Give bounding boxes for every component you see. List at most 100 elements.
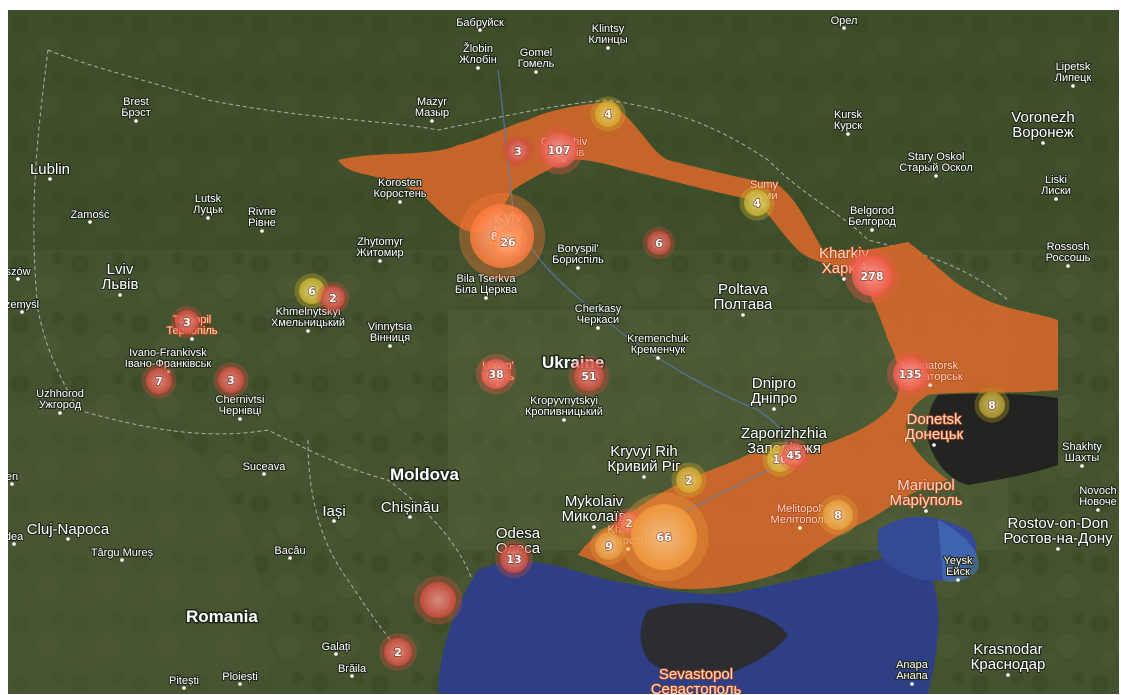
city-label-babruysk[interactable]: Бабруйск <box>455 16 505 32</box>
city-label-boryspil[interactable]: Boryspil'Бориспіль <box>551 242 605 270</box>
city-label-suceava[interactable]: Suceava <box>241 460 287 476</box>
city-label-zamosc[interactable]: Zamość <box>69 208 111 224</box>
city-label-lublin[interactable]: Lublin <box>29 160 71 181</box>
city-name: Suceava <box>243 461 287 473</box>
cluster-marker[interactable]: 6 <box>642 226 676 260</box>
city-label-szow[interactable]: szów <box>8 265 32 281</box>
city-label-zemysl[interactable]: zemyśl <box>8 298 40 314</box>
city-name: dea <box>8 531 24 543</box>
city-label-melitopol[interactable]: Melitopol'Мелітополь <box>770 502 831 530</box>
city-label-en[interactable]: en <box>8 470 19 486</box>
incident-clusters[interactable]: 8452610734644278623385113573810452826691… <box>141 96 1010 671</box>
city-label-orel[interactable]: Орел <box>829 14 859 30</box>
city-name-cyrillic: Воронеж <box>1012 124 1074 141</box>
cluster-marker[interactable]: 6 <box>294 273 330 309</box>
city-dot <box>206 216 210 220</box>
cluster-marker[interactable]: 13 <box>495 540 533 578</box>
cluster-marker[interactable]: 51 <box>568 355 610 397</box>
cluster-marker[interactable]: 45 <box>777 438 811 472</box>
city-label-galati[interactable]: Galați <box>321 640 351 656</box>
city-name-cyrillic: Кропивницький <box>525 406 603 418</box>
cluster-marker[interactable]: 2 <box>379 633 417 671</box>
cluster-marker[interactable]: 4 <box>739 185 775 221</box>
cluster-count: 26 <box>500 236 516 249</box>
cluster-marker[interactable]: 3 <box>213 362 249 398</box>
cluster-marker[interactable]: 66 <box>619 492 709 582</box>
cluster-marker[interactable]: 8 <box>817 494 859 536</box>
cluster-marker[interactable]: 8 <box>974 387 1010 423</box>
cluster-marker[interactable]: 107 <box>534 125 584 175</box>
city-dot <box>350 674 354 678</box>
city-dot <box>20 310 24 314</box>
city-name-cyrillic: Миколаїв <box>562 508 627 525</box>
cluster-marker[interactable]: 7 <box>141 363 177 399</box>
city-label-iasi[interactable]: Iași <box>321 502 347 523</box>
cluster-marker[interactable]: 38 <box>475 353 517 395</box>
city-label-dea[interactable]: dea <box>8 530 25 546</box>
city-label-cluj[interactable]: Cluj-Napoca <box>26 520 111 541</box>
cluster-count: 6 <box>308 285 316 298</box>
city-label-ploiesti[interactable]: Ploiești <box>221 670 259 686</box>
city-name: Poltava <box>718 281 769 298</box>
cluster-marker[interactable]: 4 <box>590 96 626 132</box>
cluster-count: 135 <box>899 368 922 381</box>
cluster-marker[interactable]: 2 <box>316 281 350 315</box>
city-dot <box>1080 464 1084 468</box>
city-label-targu-mures[interactable]: Târgu Mureș <box>90 546 155 562</box>
cluster-marker[interactable] <box>413 575 463 625</box>
cluster-marker[interactable]: 3 <box>170 305 204 339</box>
city-label-bacau[interactable]: Bacău <box>273 544 307 560</box>
city-label-braila[interactable]: Brăila <box>337 662 368 678</box>
cluster-marker[interactable]: 26 <box>489 223 527 261</box>
city-label-chisinau[interactable]: Chișinău <box>380 498 440 519</box>
city-label-pitesti[interactable]: Pitești <box>168 674 200 690</box>
cluster-marker[interactable]: 3 <box>501 134 535 168</box>
cluster-marker[interactable]: 278 <box>845 249 899 303</box>
cluster-marker[interactable]: 135 <box>887 351 933 397</box>
cluster-marker[interactable]: 9 <box>590 527 628 565</box>
city-name: zemyśl <box>8 299 39 311</box>
cluster-marker[interactable]: 2 <box>671 462 707 498</box>
